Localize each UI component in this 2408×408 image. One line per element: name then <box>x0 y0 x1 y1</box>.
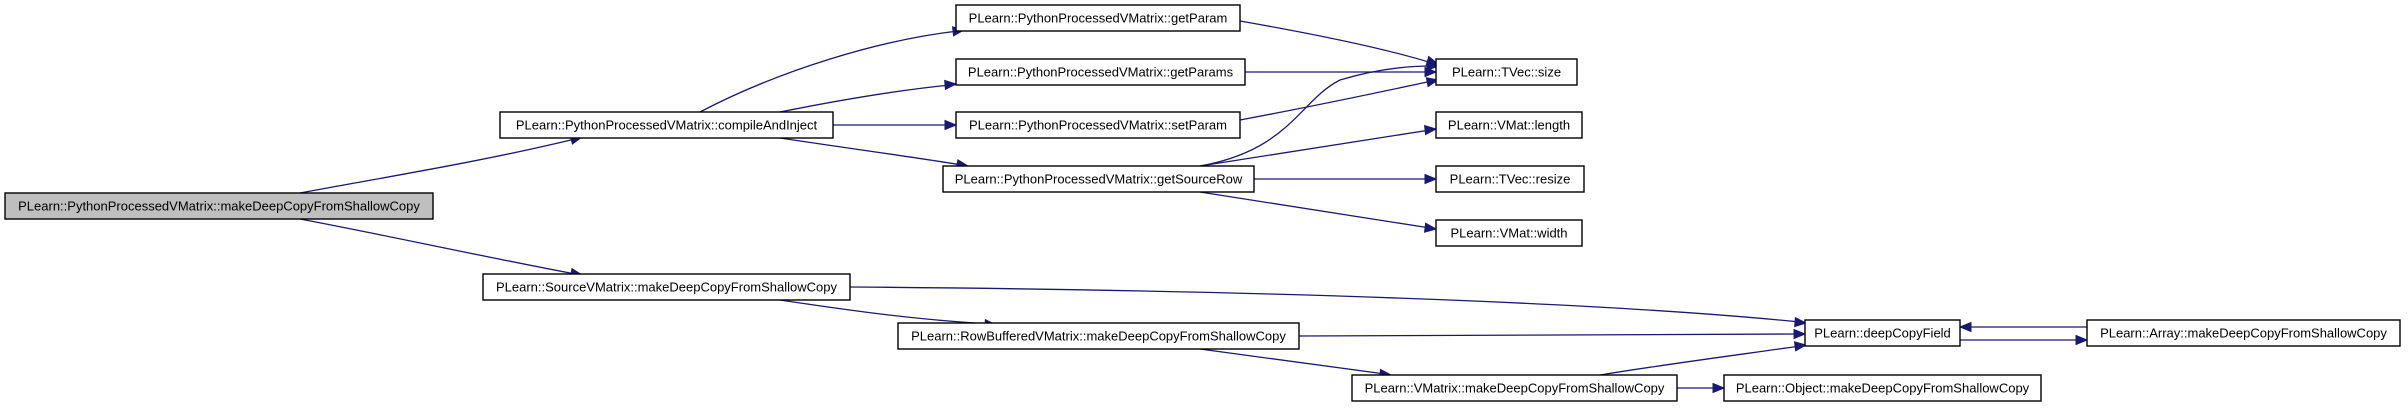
node-box[interactable] <box>1723 374 2042 402</box>
edge-arrowhead <box>1793 328 1807 340</box>
node-label: PLearn::VMat::length <box>1448 118 1570 133</box>
edge-getSourceRow-to-vmat_length <box>1199 124 1438 167</box>
node-box[interactable] <box>1435 111 1583 139</box>
node-box[interactable] <box>1435 165 1585 193</box>
edge-compileAndInject-to-getSourceRow <box>779 137 970 170</box>
edge-arrowhead <box>944 79 958 91</box>
node-object_mdc[interactable]: PLearn::Object::makeDeepCopyFromShallowC… <box>1723 374 2042 402</box>
edge-arrowhead <box>1958 321 1972 333</box>
node-label: PLearn::PythonProcessedVMatrix::makeDeep… <box>18 199 420 214</box>
node-array_mdc[interactable]: PLearn::Array::makeDeepCopyFromShallowCo… <box>2086 319 2401 347</box>
edge-root-to-compileAndInject <box>299 134 584 194</box>
node-label: PLearn::PythonProcessedVMatrix::setParam <box>969 118 1227 133</box>
node-label: PLearn::PythonProcessedVMatrix::getParam <box>969 11 1228 26</box>
node-box[interactable] <box>1351 374 1678 402</box>
edge-line <box>1199 348 1386 375</box>
node-label: PLearn::PythonProcessedVMatrix::getParam… <box>968 65 1234 80</box>
edge-arrowhead <box>1426 60 1440 72</box>
node-root[interactable]: PLearn::PythonProcessedVMatrix::makeDeep… <box>4 192 434 220</box>
root-node-box[interactable] <box>4 192 434 220</box>
edge-getParam-to-tvec_size <box>1239 20 1440 66</box>
edge-arrowhead <box>1712 382 1726 394</box>
node-getParams[interactable]: PLearn::PythonProcessedVMatrix::getParam… <box>955 58 1246 86</box>
edge-arrowhead <box>1793 341 1808 352</box>
edge-line <box>1239 20 1433 64</box>
node-getParam[interactable]: PLearn::PythonProcessedVMatrix::getParam <box>955 4 1241 32</box>
node-vmat_width[interactable]: PLearn::VMat::width <box>1435 219 1583 247</box>
node-box[interactable] <box>2086 319 2401 347</box>
edge-line <box>299 218 576 275</box>
node-label: PLearn::PythonProcessedVMatrix::compileA… <box>516 118 818 133</box>
edge-arrowhead <box>1794 316 1808 328</box>
node-tvec_size[interactable]: PLearn::TVec::size <box>1435 58 1578 86</box>
node-compileAndInject[interactable]: PLearn::PythonProcessedVMatrix::compileA… <box>499 111 834 139</box>
node-vmat_length[interactable]: PLearn::VMat::length <box>1435 111 1583 139</box>
call-graph-edges <box>299 20 2089 394</box>
edge-arrowhead <box>1424 124 1438 136</box>
node-box[interactable] <box>955 4 1241 32</box>
edge-arrowhead <box>944 119 958 131</box>
node-source_mdc[interactable]: PLearn::SourceVMatrix::makeDeepCopyFromS… <box>482 273 851 301</box>
edge-array_mdc-to-deepCopyField <box>1958 321 2087 333</box>
node-deepCopyField[interactable]: PLearn::deepCopyField <box>1804 319 1961 347</box>
edge-line <box>849 286 1801 323</box>
node-label: PLearn::Object::makeDeepCopyFromShallowC… <box>1736 381 2030 396</box>
edge-line <box>1298 333 1800 337</box>
node-label: PLearn::TVec::size <box>1452 65 1561 80</box>
node-box[interactable] <box>955 58 1246 86</box>
edge-rowbuf_mdc-to-deepCopyField <box>1298 328 1807 340</box>
node-label: PLearn::Array::makeDeepCopyFromShallowCo… <box>2100 326 2387 341</box>
call-graph-nodes: PLearn::PythonProcessedVMatrix::makeDeep… <box>4 4 2401 402</box>
edge-root-to-source_mdc <box>299 218 584 279</box>
edge-line <box>779 84 951 113</box>
edge-line <box>699 30 959 113</box>
node-label: PLearn::deepCopyField <box>1814 326 1951 341</box>
edge-compileAndInject-to-getParam <box>699 26 966 113</box>
node-label: PLearn::SourceVMatrix::makeDeepCopyFromS… <box>496 280 838 295</box>
edge-line <box>1239 80 1433 121</box>
node-setParam[interactable]: PLearn::PythonProcessedVMatrix::setParam <box>955 111 1241 139</box>
node-box[interactable] <box>499 111 834 139</box>
edge-line <box>1199 191 1431 229</box>
node-box[interactable] <box>955 111 1241 139</box>
edge-getParams-to-tvec_size <box>1245 66 1438 78</box>
edge-getSourceRow-to-tvec_size <box>1199 60 1440 167</box>
edge-rowbuf_mdc-to-vmatrix_mdc <box>1199 348 1393 380</box>
node-vmatrix_mdc[interactable]: PLearn::VMatrix::makeDeepCopyFromShallow… <box>1351 374 1678 402</box>
edge-compileAndInject-to-getParams <box>779 79 958 113</box>
edge-line <box>1199 129 1431 167</box>
edge-line <box>779 299 991 325</box>
node-box[interactable] <box>942 165 1255 193</box>
edge-vmatrix_mdc-to-object_mdc <box>1677 382 1726 394</box>
node-label: PLearn::VMat::width <box>1450 226 1567 241</box>
edge-deepCopyField-to-array_mdc <box>1960 334 2089 346</box>
node-label: PLearn::RowBufferedVMatrix::makeDeepCopy… <box>911 329 1286 344</box>
node-label: PLearn::PythonProcessedVMatrix::getSourc… <box>955 172 1243 187</box>
node-rowbuf_mdc[interactable]: PLearn::RowBufferedVMatrix::makeDeepCopy… <box>897 322 1300 350</box>
edge-line <box>779 137 963 166</box>
node-label: PLearn::TVec::resize <box>1450 172 1571 187</box>
edge-line <box>299 138 576 194</box>
edge-line <box>1599 345 1801 376</box>
node-box[interactable] <box>897 322 1300 350</box>
node-box[interactable] <box>1435 219 1583 247</box>
node-box[interactable] <box>1435 58 1578 86</box>
node-label: PLearn::VMatrix::makeDeepCopyFromShallow… <box>1365 381 1665 396</box>
edge-arrowhead <box>1424 173 1438 185</box>
node-getSourceRow[interactable]: PLearn::PythonProcessedVMatrix::getSourc… <box>942 165 1255 193</box>
edge-arrowhead <box>2075 334 2089 346</box>
edge-vmatrix_mdc-to-deepCopyField <box>1599 341 1808 376</box>
edge-getSourceRow-to-vmat_width <box>1199 191 1438 233</box>
edge-arrowhead <box>1423 222 1438 233</box>
edge-compileAndInject-to-setParam <box>833 119 958 131</box>
node-tvec_resize[interactable]: PLearn::TVec::resize <box>1435 165 1585 193</box>
edge-source_mdc-to-deepCopyField <box>849 286 1808 328</box>
edge-line <box>1199 65 1433 167</box>
node-box[interactable] <box>1804 319 1961 347</box>
edge-arrowhead <box>1425 77 1440 88</box>
edge-setParam-to-tvec_size <box>1239 77 1440 121</box>
edge-getSourceRow-to-tvec_resize <box>1254 173 1438 185</box>
node-box[interactable] <box>482 273 851 301</box>
